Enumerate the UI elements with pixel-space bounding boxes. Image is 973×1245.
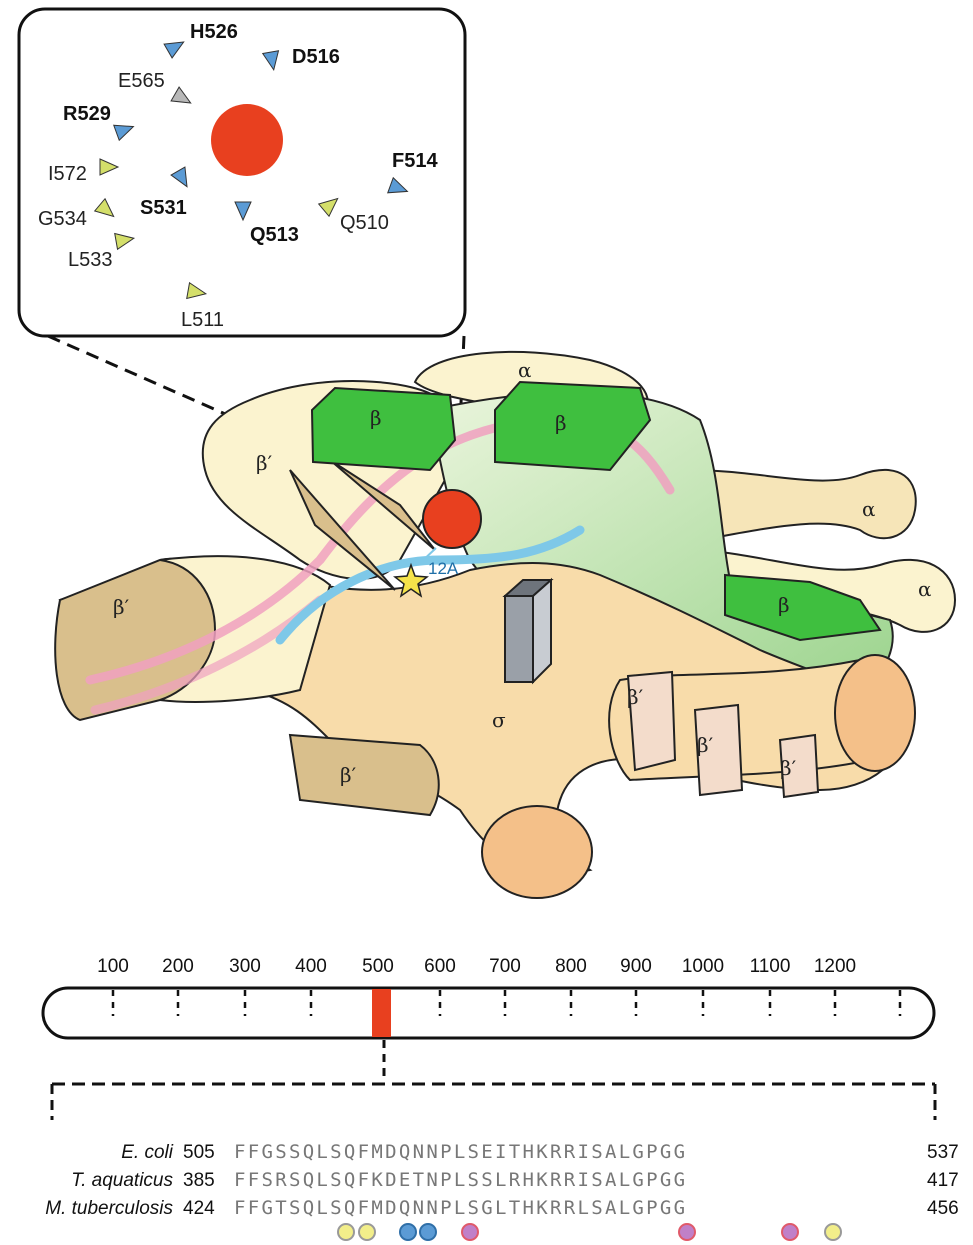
scale-tick-label: 300 <box>229 956 261 977</box>
residue-class-marker <box>400 1224 416 1240</box>
scale-tick-label: 900 <box>620 956 652 977</box>
residue-class-marker <box>679 1224 695 1240</box>
residue-label: D516 <box>292 46 340 68</box>
scale-tick-labels: 100 200 300 400 500 600 700 800 900 1000 1100 1200 <box>97 956 856 977</box>
beta-label: β <box>370 406 382 430</box>
residue-label: Q513 <box>250 224 299 246</box>
sequence-residues: FFSRSQLSQFKDETNPLSSLRHKRRISALGPGG <box>234 1169 687 1191</box>
alpha-subunit-right <box>690 470 916 540</box>
residue-label: E565 <box>118 70 165 92</box>
scale-tick-label: 700 <box>489 956 521 977</box>
residue-label: F514 <box>392 150 438 172</box>
residue-class-marker <box>420 1224 436 1240</box>
sequence-alignment: E. coli 505 FFGSSQLSQFMDQNNPLSEITHKRRISA… <box>45 1141 958 1240</box>
scale-tick-label: 1000 <box>682 956 724 977</box>
residue-label: H526 <box>190 21 238 43</box>
scale-tick-label: 1200 <box>814 956 856 977</box>
residue-class-marker <box>359 1224 375 1240</box>
sequence-end: 456 <box>927 1198 959 1219</box>
residue-label: R529 <box>63 103 111 125</box>
scale-tick-label: 600 <box>424 956 456 977</box>
residue-class-markers <box>338 1224 841 1240</box>
right-barrel-cap <box>835 655 915 771</box>
alpha-label: α <box>862 497 876 521</box>
sequence-start: 385 <box>183 1170 215 1191</box>
sequence-residues: FFGTSQLSQFMDQNNPLSGLTHKRRLSALGPGG <box>234 1197 687 1219</box>
residue-label: S531 <box>140 197 187 219</box>
beta-prime-label: β′ <box>340 763 357 787</box>
alpha-label: α <box>918 577 932 601</box>
scale-bar <box>43 988 934 1038</box>
organism-name: M. tuberculosis <box>45 1198 173 1219</box>
residue-class-marker <box>782 1224 798 1240</box>
sigma-label: σ <box>492 708 506 732</box>
scale-tick-label: 100 <box>97 956 129 977</box>
binding-site-inset: H526 D516 E565 R529 I572 S531 F514 G534 … <box>19 9 465 336</box>
alpha-label: α <box>518 358 532 382</box>
scale-tick-label: 400 <box>295 956 327 977</box>
sequence-end: 417 <box>927 1170 959 1191</box>
beta-prime-lower-barrel <box>290 735 439 815</box>
scale-tick-label: 1100 <box>750 956 791 977</box>
residue-label: L533 <box>68 249 113 271</box>
sequence-start: 424 <box>183 1198 215 1219</box>
beta-label: β <box>555 411 567 435</box>
residue-label: Q510 <box>340 212 389 234</box>
residue-class-marker <box>462 1224 478 1240</box>
beta-prime-label: β′ <box>780 756 797 780</box>
sequence-residues: FFGSSQLSQFMDQNNPLSEITHKRRISALGPGG <box>234 1141 687 1163</box>
scale-tick-label: 500 <box>362 956 394 977</box>
rifampicin-sphere <box>211 104 283 176</box>
beta-block-left <box>312 388 455 470</box>
rifampicin-in-model <box>423 490 481 548</box>
residue-class-marker <box>825 1224 841 1240</box>
beta-prime-label: β′ <box>627 685 644 709</box>
rif-cluster-highlight <box>372 989 391 1037</box>
beta-prime-label: β′ <box>697 733 714 757</box>
bridge-helix <box>505 596 533 682</box>
organism-name: T. aquaticus <box>71 1170 173 1191</box>
residue-label: I572 <box>48 163 87 185</box>
bridge-helix-side <box>533 580 551 682</box>
scale-tick-label: 200 <box>162 956 194 977</box>
rnap-model: β β β α α α β′ β′ β′ β′ β′ β′ σ 12A <box>55 352 955 898</box>
sequence-start: 505 <box>183 1142 215 1163</box>
sequence-scale: 100 200 300 400 500 600 700 800 900 1000 1100 1200 <box>43 956 935 1120</box>
beta-prime-label: β′ <box>113 595 130 619</box>
residue-class-marker <box>338 1224 354 1240</box>
organism-name: E. coli <box>121 1142 174 1163</box>
beta-label: β <box>778 593 790 617</box>
scale-tick-label: 800 <box>555 956 587 977</box>
sequence-end: 537 <box>927 1142 959 1163</box>
distance-label: 12A <box>428 559 459 578</box>
sigma-domain-globe <box>482 806 592 898</box>
residue-label: G534 <box>38 208 87 230</box>
beta-prime-label: β′ <box>256 451 273 475</box>
residue-label: L511 <box>181 309 224 331</box>
